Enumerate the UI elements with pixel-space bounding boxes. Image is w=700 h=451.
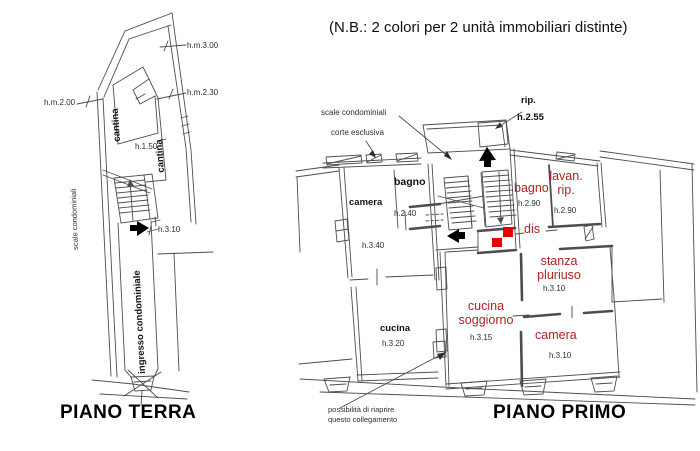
- room-label-bagno-red: bagno: [514, 181, 549, 195]
- height-label-h290b: h.2.90: [554, 206, 577, 215]
- stanza-line-1: stanza: [540, 254, 578, 268]
- room-label-camera-black: camera: [349, 197, 383, 208]
- label-corte-esclusiva: corte esclusiva: [331, 128, 384, 137]
- stanza-line-2: pluriuso: [537, 267, 581, 282]
- room-label-cucina-black: cucina: [380, 323, 411, 334]
- room-label-cucina-soggiorno: cucina soggiorno: [446, 299, 526, 327]
- room-label-camera-red: camera: [535, 328, 577, 342]
- room-label-stanza-pluriuso: stanza pluriuso: [528, 254, 590, 282]
- height-label-hm300: h.m.3.00: [187, 41, 219, 50]
- piano-primo-title: PIANO PRIMO: [493, 402, 627, 423]
- lavan-line-2: rip.: [557, 182, 575, 197]
- height-label-h310b: h.3.10: [549, 351, 572, 360]
- cucina-soggiorno-line-1: cucina: [467, 299, 505, 313]
- room-label-cantina-1: cantina: [109, 108, 123, 142]
- red-square-2: [492, 238, 502, 247]
- piano-terra-title: PIANO TERRA: [60, 402, 197, 423]
- height-label-h310-terra: h.3.10: [158, 225, 181, 234]
- piano-primo-linework: [296, 112, 697, 408]
- height-label-h315: h.3.15: [470, 333, 493, 342]
- cucina-soggiorno-line-2: soggiorno: [458, 312, 514, 327]
- height-label-h255: h.2.55: [517, 112, 544, 123]
- room-label-bagno-black: bagno: [394, 176, 426, 188]
- room-label-dis: dis: [524, 222, 540, 236]
- note-text: (N.B.: 2 colori per 2 unità immobiliari …: [329, 19, 628, 36]
- height-label-h290a: h.2.90: [518, 199, 541, 208]
- room-label-lavan-rip: lavan. rip.: [544, 169, 588, 197]
- height-label-hm230: h.m.2.30: [187, 88, 219, 97]
- possibilita-line-2: questo collegamento: [328, 414, 398, 424]
- label-scale-condominiali-primo: scale condominiali: [321, 108, 387, 117]
- piano-terra-linework: [77, 13, 213, 405]
- height-label-h320: h.3.20: [382, 339, 405, 348]
- height-label-h150: h.1.50: [135, 142, 158, 151]
- red-square-1: [503, 227, 513, 237]
- height-label-hm200: h.m.2.00: [44, 98, 76, 107]
- height-label-h240: h.2.40: [394, 209, 417, 218]
- note-possibilita: possibilità di riaprire questo collegame…: [328, 405, 397, 425]
- height-label-h310a: h.3.10: [543, 284, 566, 293]
- room-label-rip: rip.: [521, 95, 536, 106]
- lavan-line-1: lavan.: [549, 169, 583, 183]
- possibilita-line-1: possibilità di riaprire: [328, 405, 395, 414]
- height-label-h340: h.3.40: [362, 241, 385, 250]
